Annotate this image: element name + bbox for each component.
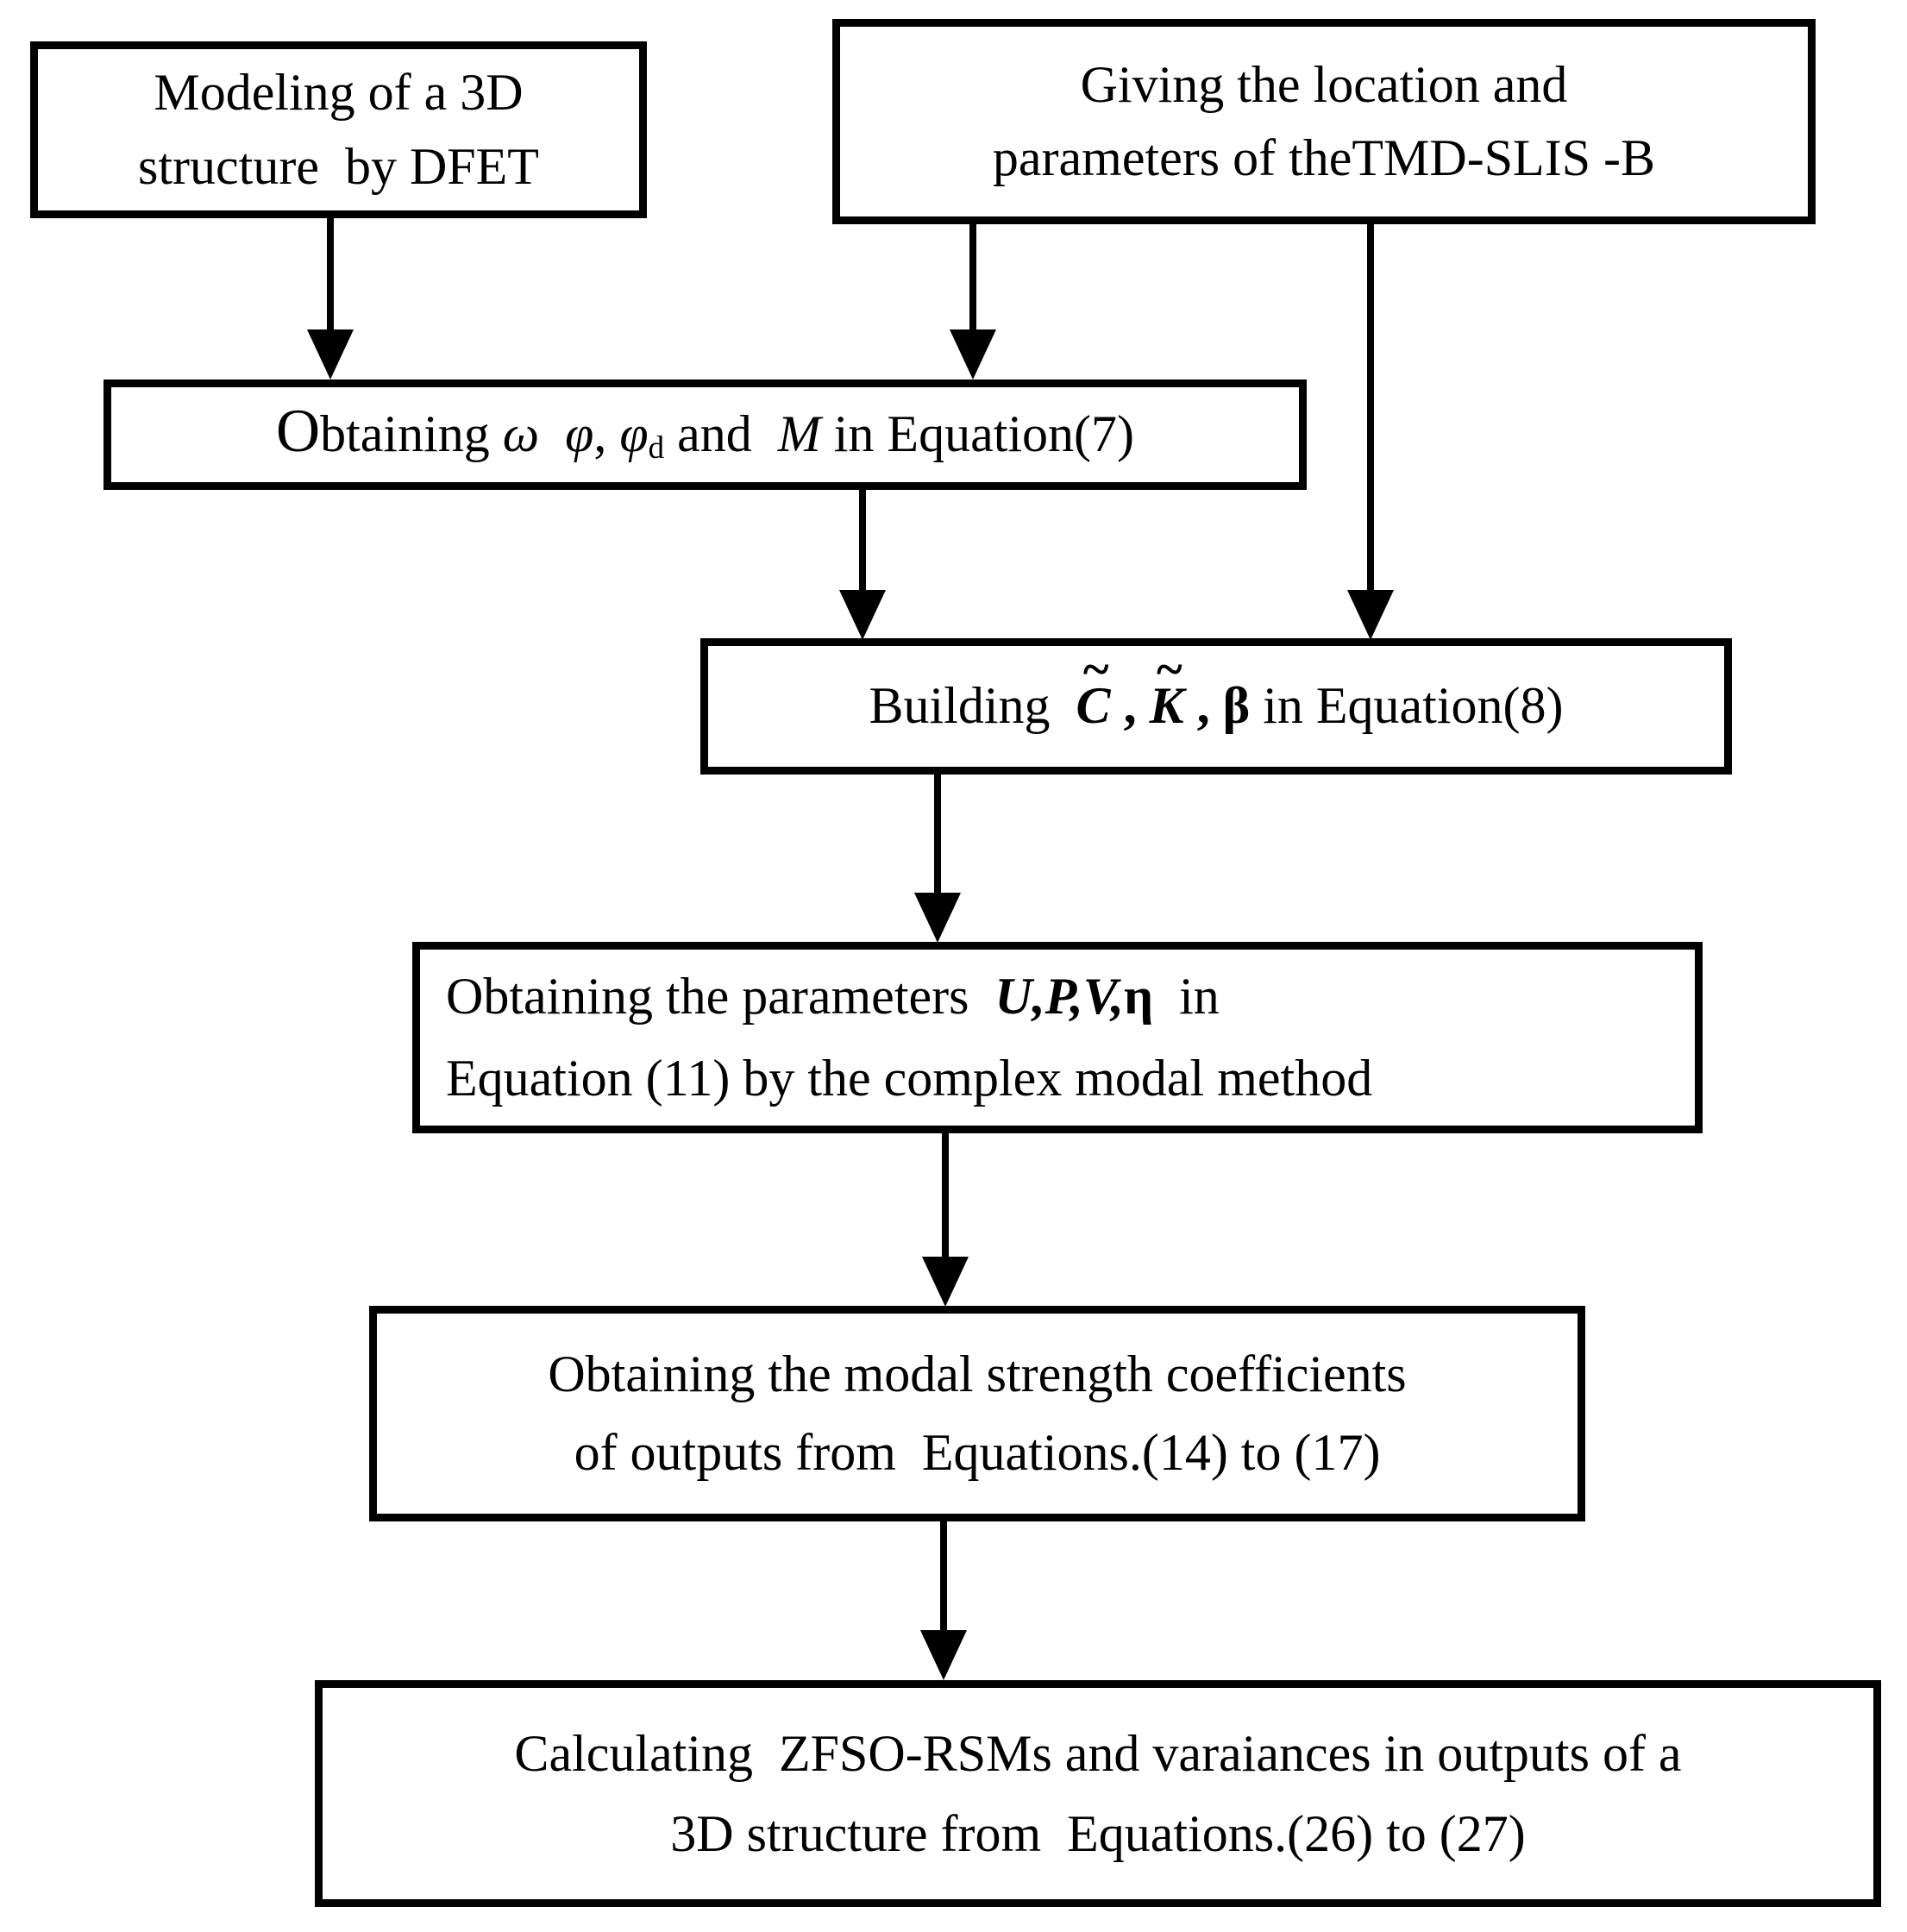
arrow-shaft: [940, 1521, 947, 1634]
gap: [539, 405, 565, 462]
box-parameters-line2: Equation (11) by the complex modal metho…: [446, 1050, 1373, 1107]
phi-d-symbol: φ: [619, 405, 649, 462]
eta-symbol: η: [1123, 968, 1154, 1026]
parameters-in: in: [1153, 968, 1220, 1026]
box-coefficients-line1: Obtaining the modal strength coefficient…: [548, 1345, 1407, 1402]
arrow-shaft: [934, 775, 941, 896]
box-giving: Giving the location and parameters of th…: [832, 19, 1816, 224]
c-tilde-symbol: ~C: [1076, 642, 1111, 735]
arrow-shaft: [327, 217, 334, 333]
box-calculating: Calculating ZFSO-RSMs and varaiances in …: [315, 1680, 1881, 1907]
beta-symbol: β: [1222, 677, 1251, 735]
arrow-shaft: [859, 490, 866, 593]
arrow-head-icon: [920, 1630, 967, 1680]
arrow-head-icon: [950, 329, 996, 380]
comma: ,: [1110, 677, 1150, 735]
building-text: Building: [869, 677, 1076, 735]
box-modeling: Modeling of a 3D structure by DFET: [30, 41, 647, 218]
phi-symbol: φ: [565, 405, 594, 462]
box-building-line: Building ~C , ~K , β in Equation(8): [708, 642, 1724, 743]
box-calculating-line1: Calculating ZFSO-RSMs and varaiances in …: [514, 1724, 1682, 1782]
box-calculating-line2: 3D structure from Equations.(26) to (27): [670, 1804, 1526, 1862]
arrow-shaft: [942, 1133, 949, 1260]
tilde-accent: ~: [1156, 642, 1182, 697]
arrow-head-icon: [914, 893, 961, 943]
box-building: Building ~C , ~K , β in Equation(8): [700, 638, 1732, 775]
obtaining-initial: O: [275, 398, 321, 465]
box-parameters-line1: Obtaining the parameters U,P,V,η in: [446, 956, 1686, 1038]
arrow-shaft: [969, 224, 976, 333]
box-giving-line1: Giving the location and: [1080, 55, 1568, 113]
comma: ,: [1183, 677, 1223, 735]
tilde-accent: ~: [1082, 642, 1109, 697]
equation8-text: in Equation(8): [1250, 677, 1564, 735]
arrow-shaft: [1367, 224, 1374, 593]
box-modeling-line1: Modeling of a 3D: [154, 64, 524, 122]
box-obtain-modal: Obtaining ω φ, φd and M in Equation(7): [104, 380, 1307, 490]
box-modeling-line2: structure by DFET: [138, 137, 539, 195]
parameters-prefix: Obtaining the parameters: [446, 968, 995, 1026]
phi-d-subscript: d: [648, 430, 665, 467]
box-coefficients: Obtaining the modal strength coefficient…: [369, 1306, 1585, 1521]
mass-matrix-symbol: M: [777, 405, 821, 462]
upv-symbols: U,P,V,: [994, 968, 1124, 1026]
box-giving-line2: parameters of theTMD-SLIS -B: [992, 129, 1656, 186]
equation7-text: in Equation(7): [820, 405, 1135, 462]
box-obtain-modal-line: Obtaining ω φ, φd and M in Equation(7): [111, 398, 1299, 472]
obtaining-rest: btaining: [320, 405, 503, 462]
arrow-head-icon: [1347, 590, 1394, 640]
comma: ,: [593, 405, 620, 462]
box-parameters: Obtaining the parameters U,P,V,η in Equa…: [412, 942, 1703, 1133]
omega-symbol: ω: [502, 405, 540, 462]
arrow-head-icon: [922, 1257, 969, 1307]
box-coefficients-line2: of outputs from Equations.(14) to (17): [574, 1424, 1381, 1481]
arrow-head-icon: [839, 590, 886, 640]
k-tilde-symbol: ~K: [1149, 642, 1184, 735]
arrow-head-icon: [307, 329, 354, 380]
and-text: and: [664, 405, 778, 462]
